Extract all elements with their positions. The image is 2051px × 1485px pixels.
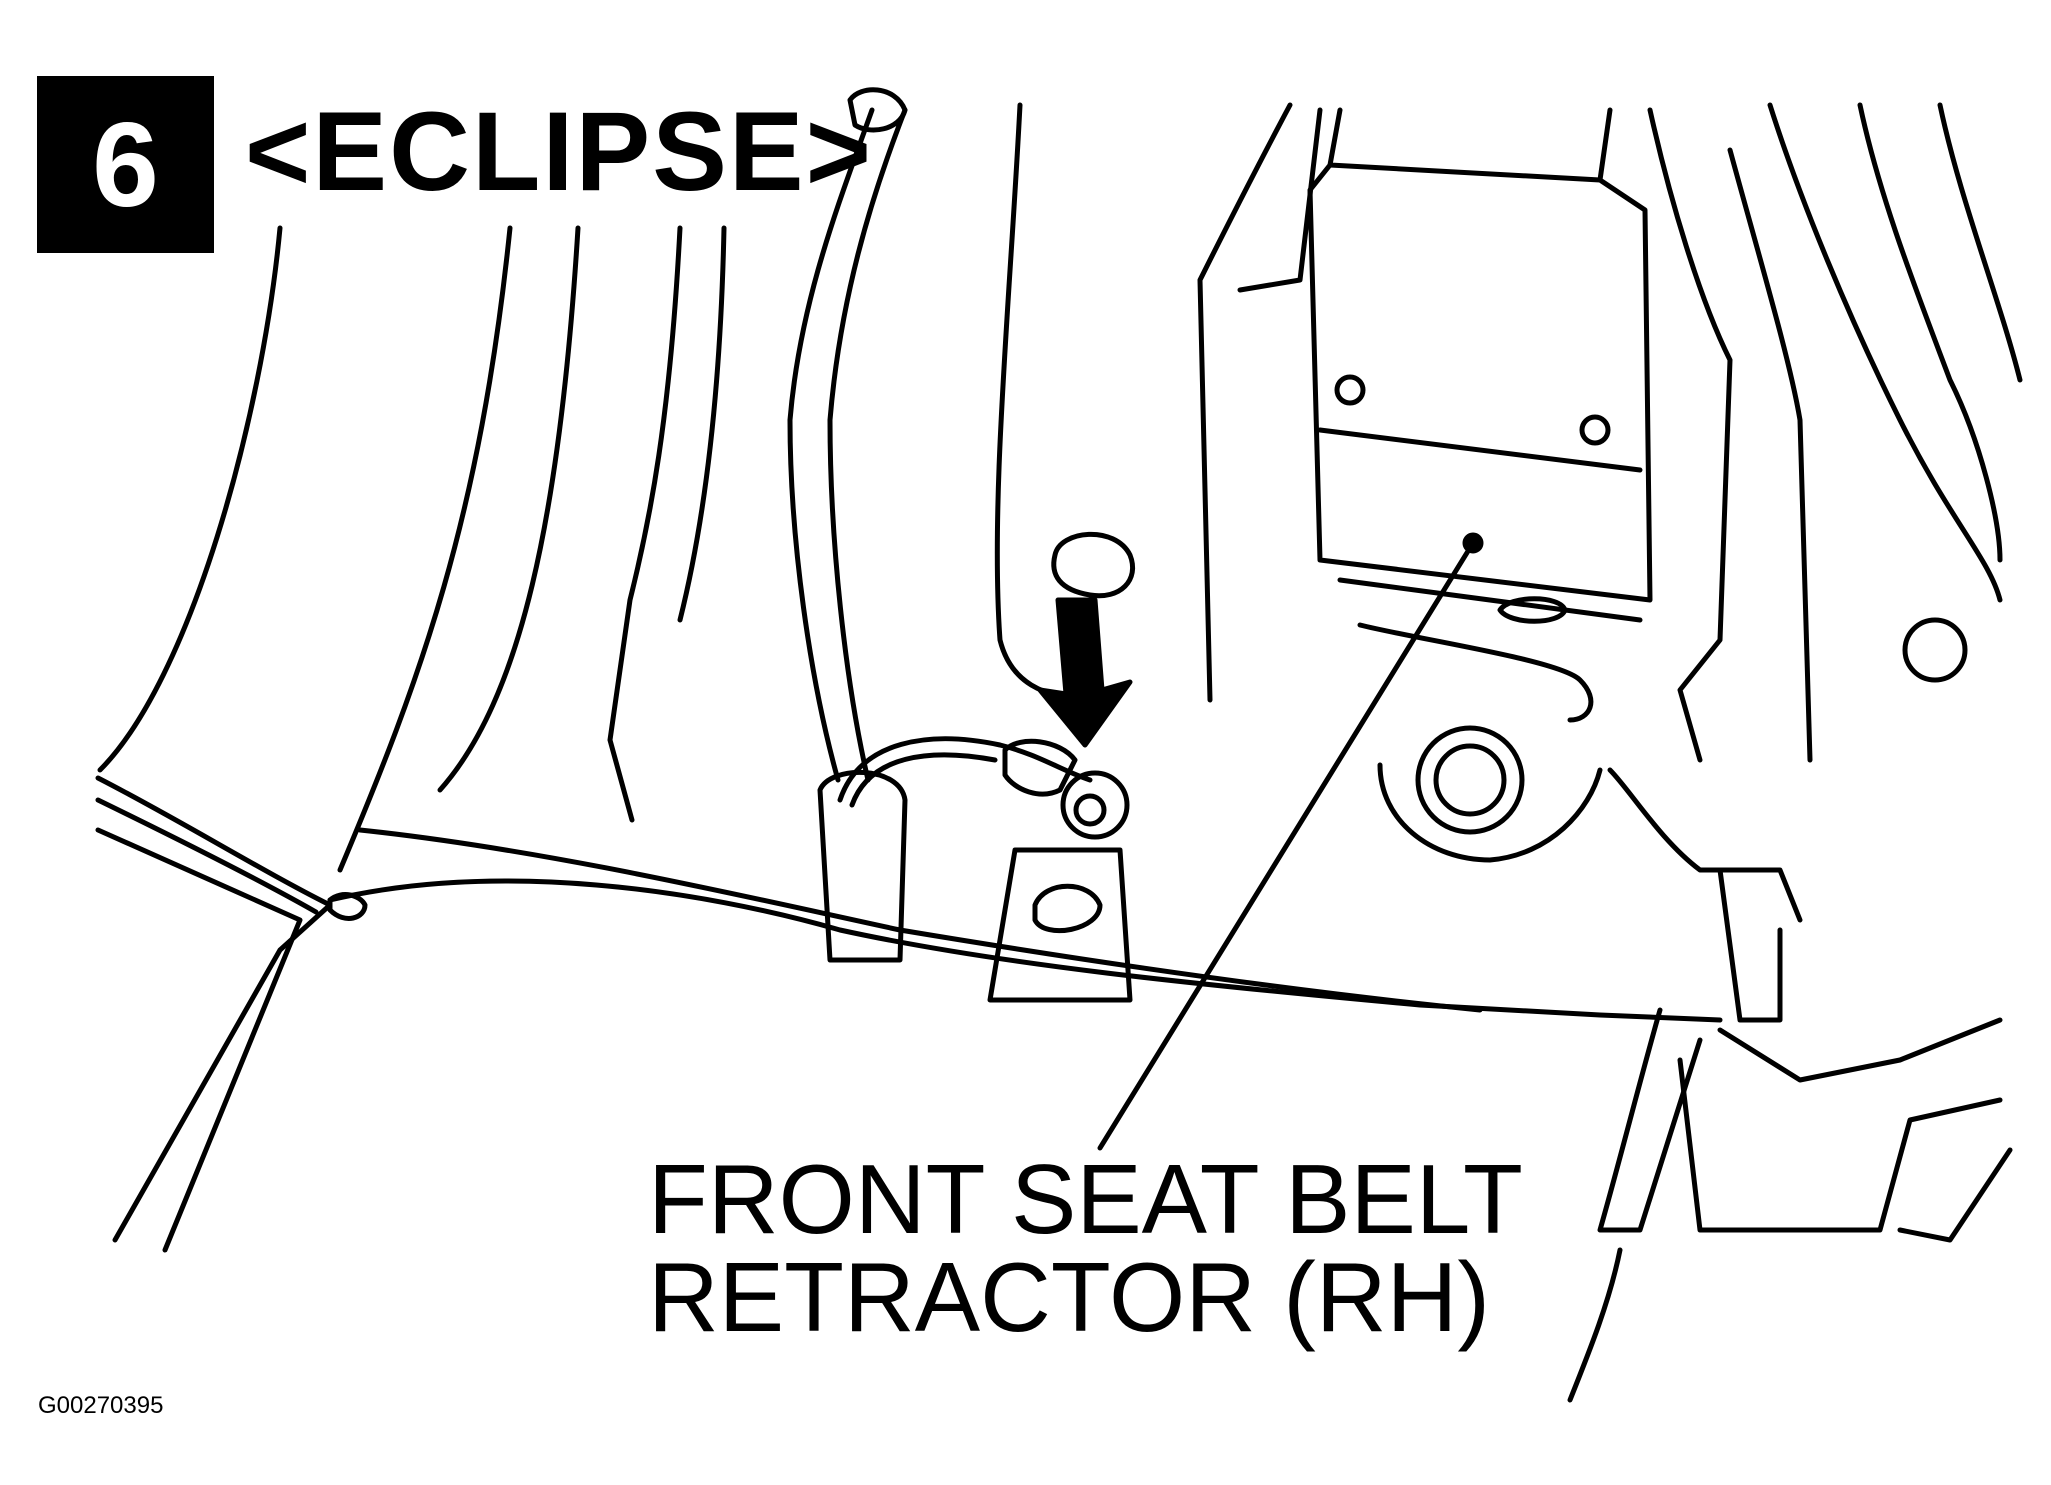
- figure-id: G00270395: [38, 1392, 164, 1419]
- right-structure-1: [1647, 107, 1733, 763]
- panel-line-1: [994, 102, 1103, 703]
- connector-ring: [1060, 770, 1130, 840]
- bolt-right-icon: [1579, 414, 1611, 446]
- retractor-mount-slot: [1032, 883, 1103, 934]
- right-bracket-2: [1717, 867, 1783, 1023]
- plug-cap: [1051, 531, 1136, 599]
- right-bracket-1: [1607, 767, 1803, 923]
- retractor-slot: [1497, 596, 1568, 624]
- callout-leader-line: [1097, 540, 1476, 1151]
- harness-loop: [837, 736, 1093, 803]
- right-structure-4: [1857, 102, 2003, 563]
- grommet-recess: [1377, 762, 1603, 863]
- panel-line-2: [1197, 102, 1293, 703]
- panel-line-3: [1237, 107, 1323, 293]
- door-sill-line: [95, 827, 303, 1253]
- pillar-trim-left: [97, 225, 283, 773]
- right-structure-5: [1937, 102, 2023, 383]
- right-structure-3: [1767, 102, 2003, 603]
- belt-webbing-left: [787, 107, 875, 783]
- floor-edge-lower: [357, 827, 1483, 1013]
- step-number: 6: [92, 97, 159, 232]
- right-bracket-4: [1677, 1057, 2003, 1233]
- grommet-outer: [1415, 725, 1525, 835]
- bolt-left-icon: [1334, 374, 1366, 406]
- belt-webbing-base: [817, 769, 908, 963]
- pillar-trim-edge: [337, 225, 513, 873]
- grommet-inner: [1433, 743, 1507, 817]
- right-bracket-3: [1597, 1007, 1703, 1233]
- right-bracket-5: [1717, 1017, 2003, 1083]
- pillar-trim-inner: [437, 225, 581, 793]
- pillar-panel-right: [677, 225, 727, 623]
- right-hole-icon: [1902, 617, 1968, 683]
- callout-line-2: RETRACTOR (RH): [648, 1242, 1491, 1352]
- retractor-plate: [1317, 427, 1643, 623]
- component-callout: FRONT SEAT BELT RETRACTOR (RH): [648, 1150, 1523, 1346]
- pillar-panel: [607, 225, 683, 823]
- step-number-badge: 6: [37, 76, 214, 253]
- indicator-arrow-icon: [1037, 597, 1133, 748]
- model-label: <ECLIPSE>: [245, 89, 874, 214]
- right-bracket-6: [1567, 1247, 1623, 1403]
- right-bracket-7: [1897, 1147, 2013, 1243]
- retractor-housing: [1307, 107, 1653, 603]
- clip-detail: [327, 892, 368, 921]
- belt-anchor-top: [847, 87, 908, 133]
- retractor-mount: [987, 847, 1133, 1003]
- door-sill-outer: [95, 775, 333, 1243]
- connector-body: [1002, 738, 1078, 797]
- connector-inner: [1073, 793, 1107, 827]
- harness-loop-inner: [849, 752, 998, 808]
- right-structure-2: [1727, 147, 1813, 763]
- door-sill-inner: [95, 797, 319, 915]
- floor-edge: [327, 878, 1723, 1023]
- callout-line-1: FRONT SEAT BELT: [648, 1144, 1523, 1254]
- belt-webbing-right: [827, 107, 908, 783]
